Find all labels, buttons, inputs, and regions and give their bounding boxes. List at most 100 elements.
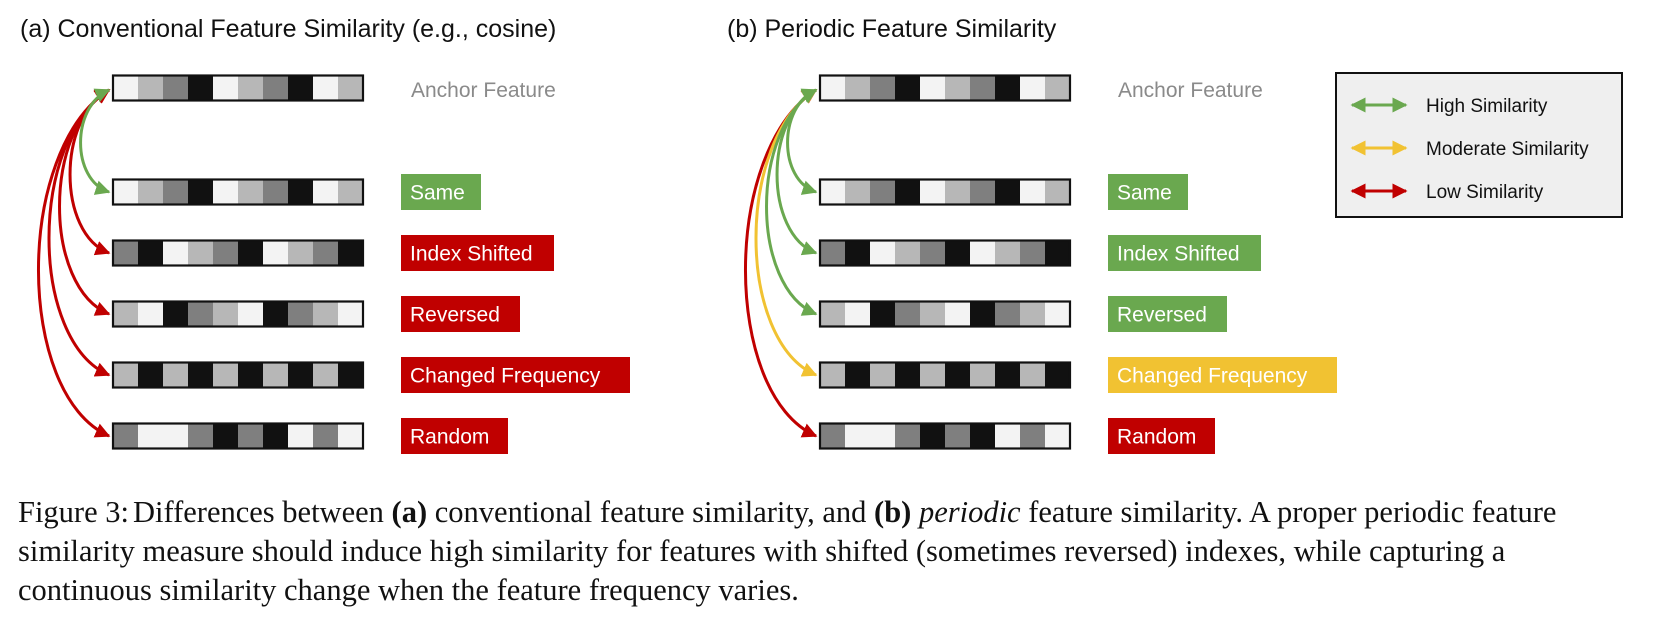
feature-bar-reversed-cell — [1020, 301, 1045, 327]
feature-bar-index-shifted-cell — [263, 240, 288, 266]
anchor-feature-bar-cell — [870, 75, 895, 101]
panel-b-arrows — [743, 88, 818, 438]
panel-a-arrows — [36, 88, 111, 438]
feature-bar-reversed-cell — [313, 301, 338, 327]
anchor-feature-bar-cell — [1045, 75, 1070, 101]
figure-label: Figure 3: — [18, 495, 129, 529]
feature-bar-reversed-cell — [870, 301, 895, 327]
feature-bar-changed-frequency-cell — [313, 362, 338, 388]
feature-bar-reversed-outline — [818, 300, 1072, 328]
feature-bar-reversed-cell — [263, 301, 288, 327]
tag-index-shifted-label: Index Shifted — [410, 243, 533, 266]
caption-marker-a: (a) — [391, 495, 428, 529]
caption-text-4: feature similarity. A proper periodic fe… — [18, 495, 1557, 607]
feature-bar-same-cell — [288, 179, 313, 205]
feature-bar-reversed-cell — [138, 301, 163, 327]
feature-bar-same-cell — [138, 179, 163, 205]
feature-bar-index-shifted — [818, 239, 1072, 267]
tag-index-shifted: Index Shifted — [401, 235, 554, 271]
anchor-feature-bar — [818, 74, 1072, 102]
feature-bar-reversed-cell — [820, 301, 845, 327]
similarity-arrow-changed-frequency — [754, 88, 818, 377]
feature-bar-index-shifted-cell — [238, 240, 263, 266]
feature-bar-same-cell — [920, 179, 945, 205]
feature-bar-changed-frequency-outline — [111, 361, 365, 389]
feature-bar-reversed-cell — [238, 301, 263, 327]
panel-a-feature-bars — [111, 74, 365, 450]
feature-bar-random-outline — [818, 422, 1072, 450]
tag-same: Same — [1108, 174, 1188, 210]
anchor-feature-bar-cell — [895, 75, 920, 101]
feature-bar-random-cell — [138, 423, 163, 449]
feature-bar-same-cell — [995, 179, 1020, 205]
feature-bar-changed-frequency-cell — [288, 362, 313, 388]
caption-italic-word: periodic — [918, 495, 1021, 529]
legend-item-moderate-similarity: Moderate Similarity — [1350, 139, 1589, 160]
feature-bar-changed-frequency-outline — [818, 361, 1072, 389]
panel-a-title: (a) Conventional Feature Similarity (e.g… — [20, 15, 556, 43]
feature-bar-reversed-cell — [288, 301, 313, 327]
feature-bar-changed-frequency-cell — [213, 362, 238, 388]
tag-random-label: Random — [410, 426, 489, 449]
feature-bar-reversed-cell — [920, 301, 945, 327]
feature-bar-index-shifted-cell — [920, 240, 945, 266]
feature-bar-changed-frequency-cell — [945, 362, 970, 388]
feature-bar-index-shifted-cell — [163, 240, 188, 266]
feature-bar-same-cell — [870, 179, 895, 205]
feature-bar-same-cell — [845, 179, 870, 205]
feature-bar-changed-frequency-cell — [263, 362, 288, 388]
feature-bar-random-cell — [188, 423, 213, 449]
feature-bar-index-shifted-cell — [895, 240, 920, 266]
feature-bar-random-cell — [238, 423, 263, 449]
tag-index-shifted-bg — [1108, 235, 1261, 271]
tag-random: Random — [1108, 418, 1215, 454]
feature-bar-changed-frequency-cell — [1020, 362, 1045, 388]
feature-bar-same-cell — [1045, 179, 1070, 205]
feature-bar-same-cell — [338, 179, 363, 205]
feature-bar-random-cell — [263, 423, 288, 449]
tag-changed-frequency-bg — [401, 357, 630, 393]
feature-bar-random-cell — [288, 423, 313, 449]
feature-bar-changed-frequency-cell — [920, 362, 945, 388]
tag-reversed-bg — [1108, 296, 1227, 332]
tag-same: Same — [401, 174, 481, 210]
feature-bar-same-cell — [313, 179, 338, 205]
tag-changed-frequency: Changed Frequency — [1108, 357, 1337, 393]
anchor-feature-bar-cell — [263, 75, 288, 101]
legend-label-moderate: Moderate Similarity — [1426, 139, 1589, 160]
anchor-feature-bar-cell — [238, 75, 263, 101]
feature-bar-same-cell — [263, 179, 288, 205]
feature-bar-index-shifted-outline — [111, 239, 365, 267]
feature-bar-random-cell — [163, 423, 188, 449]
feature-bar-same — [111, 178, 365, 206]
tag-reversed-label: Reversed — [1117, 304, 1207, 327]
feature-bar-index-shifted-cell — [945, 240, 970, 266]
tag-reversed-bg — [401, 296, 520, 332]
feature-bar-same-cell — [895, 179, 920, 205]
tag-same-label: Same — [410, 182, 465, 205]
anchor-feature-bar-cell — [845, 75, 870, 101]
feature-bar-same-cell — [945, 179, 970, 205]
feature-bar-same-cell — [188, 179, 213, 205]
feature-bar-reversed-cell — [845, 301, 870, 327]
feature-bar-random-cell — [970, 423, 995, 449]
figure-caption: Figure 3:Differences between (a) convent… — [18, 493, 1643, 610]
anchor-feature-bar-cell — [188, 75, 213, 101]
feature-bar-random-cell — [945, 423, 970, 449]
legend-label-low: Low Similarity — [1426, 182, 1544, 203]
feature-bar-random-cell — [113, 423, 138, 449]
feature-bar-changed-frequency-cell — [338, 362, 363, 388]
similarity-arrow-same — [79, 88, 111, 195]
feature-bar-reversed-outline — [111, 300, 365, 328]
anchor-feature-bar-outline — [818, 74, 1072, 102]
tag-same-bg — [1108, 174, 1188, 210]
feature-bar-random-cell — [313, 423, 338, 449]
similarity-arrow-changed-frequency — [47, 88, 111, 377]
feature-bar-index-shifted-cell — [820, 240, 845, 266]
feature-bar-reversed-cell — [163, 301, 188, 327]
feature-bar-reversed-cell — [113, 301, 138, 327]
legend-item-high-similarity: High Similarity — [1350, 96, 1548, 117]
feature-bar-index-shifted — [111, 239, 365, 267]
